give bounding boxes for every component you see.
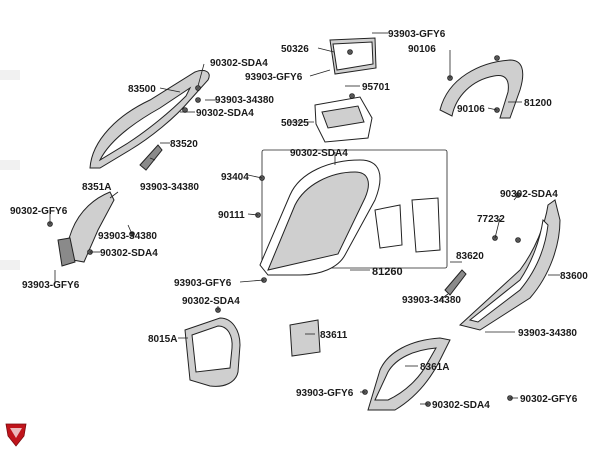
- label-95701: 95701: [362, 82, 390, 93]
- label-90302-gfy6-b: 90302-GFY6: [520, 394, 578, 405]
- part-83620-emblem: [444, 269, 467, 296]
- label-90302-sda4-c: 90302-SDA4: [290, 148, 348, 159]
- label-90302-sda4-a: 90302-SDA4: [210, 58, 268, 69]
- part-8015a-cover: [184, 317, 241, 387]
- label-90302-gfy6-a: 90302-GFY6: [10, 206, 68, 217]
- part-8361a-cover: [367, 337, 451, 411]
- label-93903-34380-d: 93903-34380: [402, 295, 461, 306]
- label-8015a: 8015A: [148, 334, 177, 345]
- part-83600-side-panel: [458, 199, 561, 331]
- label-93903-gfy6-d: 93903-GFY6: [22, 280, 80, 291]
- label-93903-34380-a: 93903-34380: [215, 95, 274, 106]
- part-83500-rear-cover: [89, 69, 210, 169]
- label-90302-sda4-g: 90302-SDA4: [432, 400, 490, 411]
- label-83500: 83500: [128, 84, 156, 95]
- label-93903-gfy6-b: 93903-GFY6: [245, 72, 303, 83]
- brand-logo-icon: [5, 423, 27, 447]
- label-8361a: 8361A: [420, 362, 449, 373]
- label-50325: 50325: [281, 118, 309, 129]
- part-81200-grab-rail: [439, 59, 524, 119]
- label-90302-sda4-e: 90302-SDA4: [100, 248, 158, 259]
- label-90106-b: 90106: [457, 104, 485, 115]
- label-81260: 81260: [372, 266, 403, 278]
- label-90111: 90111: [218, 210, 245, 221]
- label-93903-34380-e: 93903-34380: [518, 328, 577, 339]
- label-90302-sda4-b: 90302-SDA4: [196, 108, 254, 119]
- leader-lines: [49, 32, 560, 405]
- label-83520: 83520: [170, 139, 198, 150]
- part-labels: 93903-GFY6 50326 90302-SDA4 93903-GFY6 9…: [10, 29, 588, 411]
- label-83620: 83620: [456, 251, 484, 262]
- label-93903-gfy6-e: 93903-GFY6: [296, 388, 354, 399]
- watermark: [0, 70, 20, 270]
- label-8351a: 8351A: [82, 182, 111, 193]
- part-81260-seat-box: [259, 149, 448, 276]
- part-83520-emblem: [139, 144, 163, 171]
- part-83611-plate: [289, 319, 321, 357]
- part-8351a-side-cover: [57, 191, 115, 267]
- label-77232: 77232: [477, 214, 505, 225]
- label-93903-34380-c: 93903-34380: [98, 231, 157, 242]
- label-90302-sda4-f: 90302-SDA4: [182, 296, 240, 307]
- label-90106-a: 90106: [408, 44, 436, 55]
- label-90302-sda4-d: 90302-SDA4: [500, 189, 558, 200]
- part-50326-lid: [329, 37, 377, 75]
- label-93404: 93404: [221, 172, 249, 183]
- label-93903-gfy6-c: 93903-GFY6: [174, 278, 232, 289]
- part-50325-tray: [314, 96, 373, 143]
- label-93903-gfy6-top: 93903-GFY6: [388, 29, 446, 40]
- label-93903-34380-b: 93903-34380: [140, 182, 199, 193]
- label-83611: 83611: [320, 330, 348, 341]
- label-50326: 50326: [281, 44, 309, 55]
- label-83600: 83600: [560, 271, 588, 282]
- label-81200: 81200: [524, 98, 552, 109]
